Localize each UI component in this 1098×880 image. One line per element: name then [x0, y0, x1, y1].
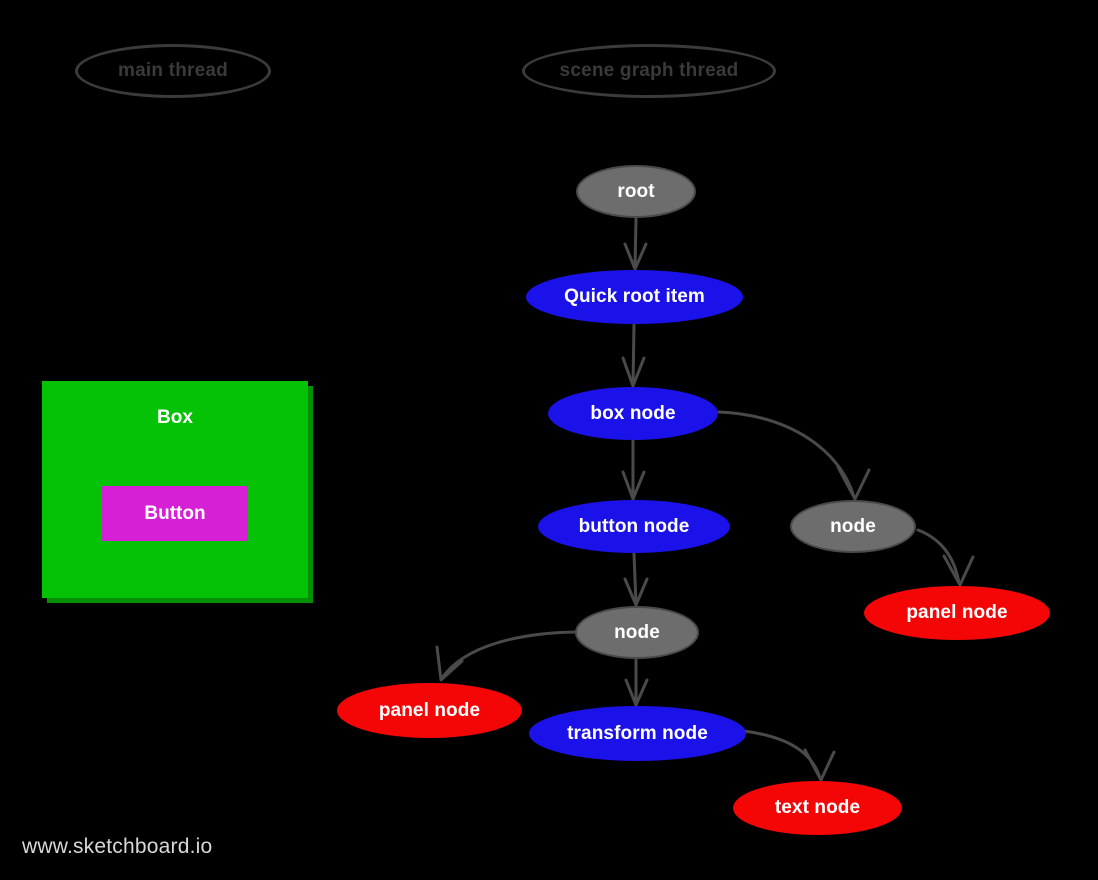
- node-button-node[interactable]: button node: [538, 500, 730, 553]
- node-panel-node-right[interactable]: panel node: [864, 586, 1050, 640]
- edge-transform-node-to-text-node: [742, 729, 836, 782]
- thread-ellipse-scene-graph-thread: scene graph thread: [522, 44, 776, 98]
- node-label: node: [614, 621, 660, 643]
- node-label: node: [830, 515, 876, 537]
- node-root[interactable]: root: [576, 165, 696, 218]
- edge-box-node-to-button-node: [621, 439, 646, 501]
- edge-node-mid-to-transform-node: [624, 658, 649, 707]
- edge-button-node-to-node-mid: [623, 552, 649, 607]
- node-label: box node: [590, 402, 676, 424]
- mock-button[interactable]: Button: [102, 486, 248, 541]
- edge-node-right-to-panel-node: [916, 528, 975, 587]
- mock-button-label: Button: [144, 502, 206, 524]
- node-label: text node: [774, 797, 861, 818]
- node-node-mid[interactable]: node: [575, 606, 699, 659]
- thread-label: main thread: [118, 60, 228, 81]
- node-transform-node[interactable]: transform node: [529, 706, 746, 761]
- node-label: panel node: [378, 699, 481, 721]
- node-quick-root-item[interactable]: Quick root item: [526, 270, 743, 324]
- mock-box-title: Box: [157, 407, 193, 428]
- node-label: Quick root item: [564, 286, 705, 307]
- node-label: panel node: [906, 602, 1008, 623]
- node-panel-node-left[interactable]: panel node: [337, 683, 522, 738]
- edge-box-node-to-node-right: [717, 410, 871, 501]
- edge-root-to-quick-root-item: [623, 217, 648, 271]
- node-label: transform node: [567, 722, 708, 744]
- node-label: button node: [578, 515, 690, 537]
- edge-quick-root-item-to-box-node: [621, 323, 646, 388]
- thread-label: scene graph thread: [559, 60, 739, 81]
- node-label: root: [617, 180, 655, 202]
- node-box-node[interactable]: box node: [548, 387, 718, 440]
- node-text-node[interactable]: text node: [733, 781, 902, 835]
- watermark-label: www.sketchboard.io: [22, 835, 213, 858]
- edge-node-mid-to-panel-node-left: [435, 630, 578, 682]
- node-node-right[interactable]: node: [790, 500, 916, 553]
- thread-ellipse-main-thread: main thread: [75, 44, 271, 98]
